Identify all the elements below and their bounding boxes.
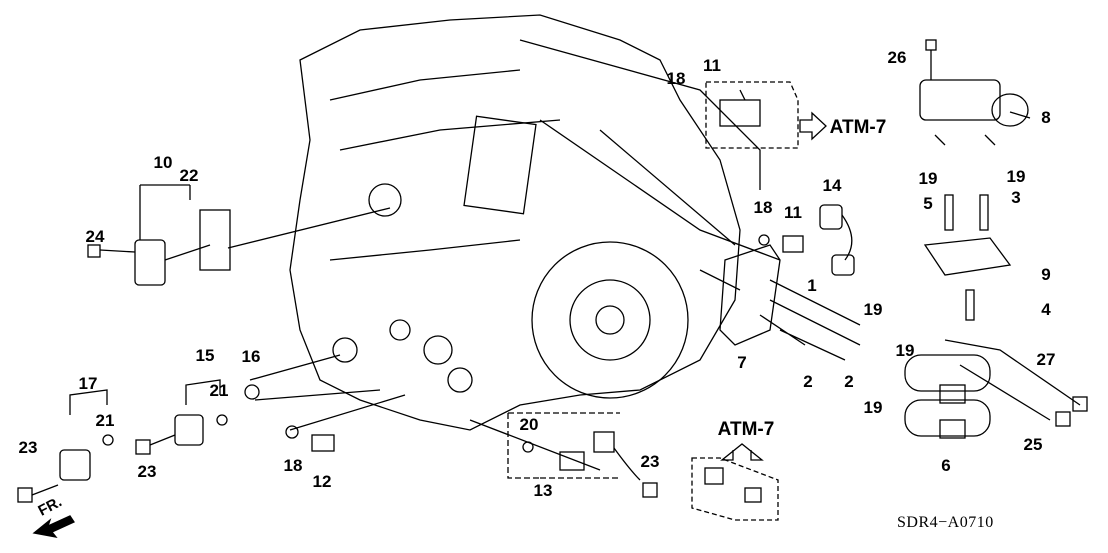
callout-18: 18 [283, 456, 303, 475]
callout-1: 1 [807, 276, 817, 295]
callout-27: 27 [1036, 350, 1056, 369]
callout-12: 12 [312, 472, 332, 491]
callout-20: 20 [519, 415, 539, 434]
callout-21: 21 [95, 411, 115, 430]
callout-2: 2 [844, 372, 854, 391]
callout-10: 10 [153, 153, 173, 172]
callout-18: 18 [753, 198, 773, 217]
callout-6: 6 [941, 456, 951, 475]
callout-26: 26 [887, 48, 907, 67]
callout-16: 16 [241, 347, 261, 366]
callout-7: 7 [737, 353, 747, 372]
reference-atm7-upper[interactable]: ATM-7 [829, 117, 887, 138]
callout-17: 17 [78, 374, 98, 393]
transmission-housing [289, 14, 741, 431]
plate-7 [719, 244, 781, 346]
callout-8: 8 [1041, 108, 1051, 127]
callout-3: 3 [1011, 188, 1021, 207]
atm7-lower-box [691, 457, 779, 521]
callout-19: 19 [863, 398, 883, 417]
converter-housing [531, 241, 689, 399]
callout-23: 23 [18, 438, 38, 457]
callout-19: 19 [895, 341, 915, 360]
callout-23: 23 [640, 452, 660, 471]
part-13-box [507, 412, 620, 479]
callout-19: 19 [1006, 167, 1026, 186]
callout-23: 23 [137, 462, 157, 481]
callout-24: 24 [85, 227, 105, 246]
callout-5: 5 [923, 194, 933, 213]
callout-11: 11 [703, 56, 721, 75]
callout-4: 4 [1041, 300, 1051, 319]
callout-25: 25 [1023, 435, 1043, 454]
callout-19: 19 [918, 169, 938, 188]
callout-15: 15 [195, 346, 215, 365]
callout-19: 19 [863, 300, 883, 319]
callout-21: 21 [209, 381, 229, 400]
callout-9: 9 [1041, 265, 1051, 284]
diagram-code: SDR4−A0710 [897, 514, 994, 531]
callout-14: 14 [822, 176, 842, 195]
callout-11: 11 [784, 203, 802, 222]
callout-22: 22 [179, 166, 199, 185]
callout-13: 13 [533, 481, 553, 500]
reference-atm7-lower[interactable]: ATM-7 [717, 419, 775, 440]
callout-2: 2 [803, 372, 813, 391]
front-arrow-icon [32, 515, 75, 538]
callout-18: 18 [666, 69, 686, 88]
